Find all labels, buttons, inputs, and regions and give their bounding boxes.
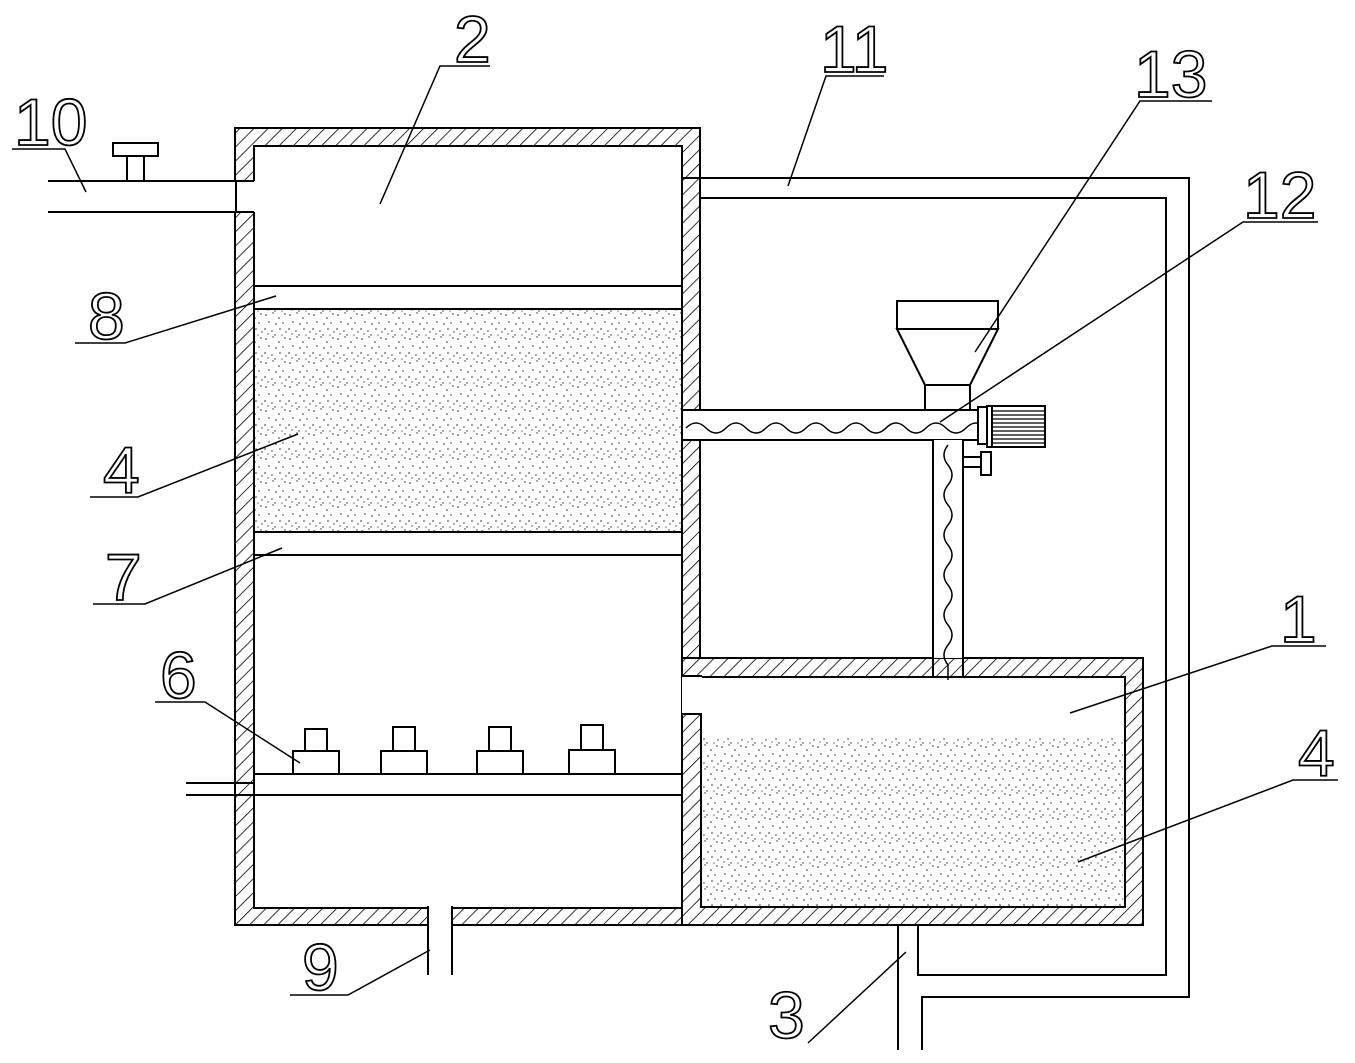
label-6: 6: [160, 638, 197, 712]
air-inlet-pipe: [186, 782, 254, 796]
filter-layer-upper: [253, 308, 683, 533]
label-4-upper: 4: [103, 433, 140, 507]
label-7: 7: [105, 540, 142, 614]
aerator-plate: [253, 773, 683, 796]
label-9: 9: [302, 930, 339, 1004]
leader-6: [155, 701, 301, 764]
leader-1: [1069, 645, 1326, 714]
plate-7: [253, 531, 683, 556]
label-8: 8: [88, 279, 125, 353]
leader-lines: [12, 65, 1338, 1044]
leader-4b: [1077, 779, 1338, 863]
plate-8: [253, 285, 683, 310]
motor-icon: [977, 405, 1046, 448]
aerator-nozzles: [292, 724, 616, 775]
lower-right-tank: [681, 657, 1144, 926]
leader-4a: [90, 433, 299, 498]
sand-fill-lower: [703, 738, 1123, 906]
inlet-pipe: [48, 180, 255, 213]
label-4-lower: 4: [1298, 716, 1335, 790]
label-2: 2: [454, 2, 491, 76]
leader-10: [12, 148, 87, 193]
leader-13: [974, 100, 1212, 353]
callout-labels: 2 11 13 12 1 4 3 9 6 7 4 8 10: [13, 1, 1336, 1053]
return-pipe: [682, 177, 1190, 1050]
label-11: 11: [820, 12, 889, 86]
leader-7: [93, 547, 283, 605]
label-12: 12: [1243, 158, 1316, 232]
leader-9: [290, 949, 431, 996]
leader-3: [807, 951, 907, 1044]
hopper: [895, 300, 1000, 411]
leader-2: [379, 65, 490, 205]
label-3: 3: [768, 978, 805, 1052]
screw-conveyor: [683, 409, 987, 441]
drain-pipe: [427, 906, 453, 975]
leader-12: [939, 221, 1318, 423]
leader-8: [75, 295, 277, 344]
label-13: 13: [1134, 37, 1207, 111]
label-10: 10: [14, 85, 87, 159]
label-1: 1: [1280, 582, 1317, 656]
control-valve-icon: [962, 451, 992, 476]
valve-icon: [112, 142, 159, 182]
leader-11: [787, 75, 884, 187]
vertical-feed-tube: [932, 440, 964, 680]
